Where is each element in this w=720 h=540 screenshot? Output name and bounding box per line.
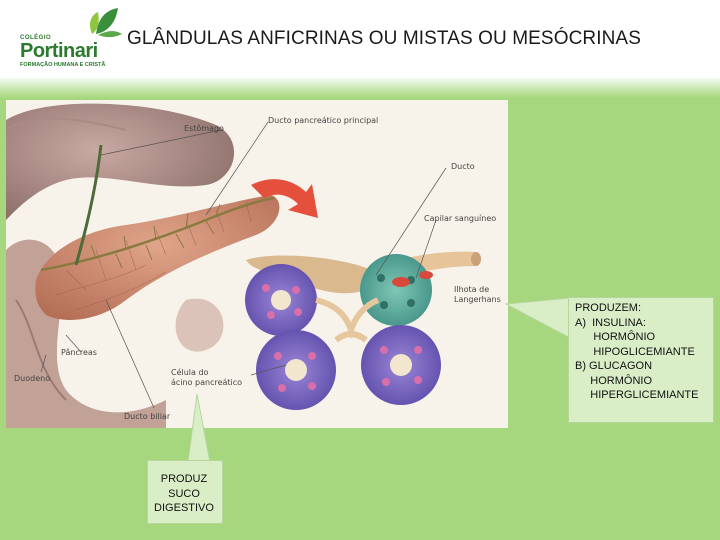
logo-subtitle: FORMAÇÃO HUMANA E CRISTÃ [20, 62, 106, 68]
page-title: GLÂNDULAS ANFICRINAS OU MISTAS OU MESÓCR… [127, 28, 641, 49]
header-fade [0, 78, 720, 98]
acinus-callout-line2: SUCO [168, 487, 200, 500]
label-capilar: Capilar sanguíneo [424, 214, 497, 223]
pancreas-illustration: Estômago Ducto pancreático principal Duc… [5, 100, 508, 428]
header-band [0, 0, 720, 78]
acinus-bottom-left [256, 330, 336, 410]
acinus-callout-line3: DIGESTIVO [154, 502, 214, 514]
acinus-callout-text: PRODUZ SUCO DIGESTIVO [147, 472, 221, 516]
label-ilhota-1: Ilhota de [454, 285, 490, 294]
acinus-bottom-right [361, 325, 441, 405]
logo-name: Portinari [20, 40, 98, 62]
islet-callout-box [568, 297, 714, 423]
acinus-callout-box [147, 460, 223, 524]
islet-callout-text: PRODUZEM: A) INSULINA: HORMÔNIO HIPOGLIC… [575, 302, 699, 401]
label-ilhota-2: Langerhans [454, 295, 501, 304]
acinus-left [245, 264, 317, 336]
label-ducto-pancreatico: Ducto pancreático principal [268, 116, 379, 125]
islet-pointer [504, 297, 571, 339]
pancreas-drawing [5, 100, 508, 428]
acinus-callout-line1: PRODUZ [160, 473, 208, 485]
label-duodeno: Duodeno [14, 374, 51, 383]
label-estomago: Estômago [184, 124, 224, 133]
label-ducto-biliar: Ducto biliar [124, 412, 171, 421]
label-pancreas: Pâncreas [61, 348, 97, 357]
label-celula-1: Célula do [171, 368, 209, 377]
label-ducto: Ducto [451, 162, 475, 171]
label-celula-2: ácino pancreático [171, 378, 243, 387]
leaf-icon [90, 8, 122, 38]
logo-small-text: COLÉGIO [20, 35, 52, 41]
